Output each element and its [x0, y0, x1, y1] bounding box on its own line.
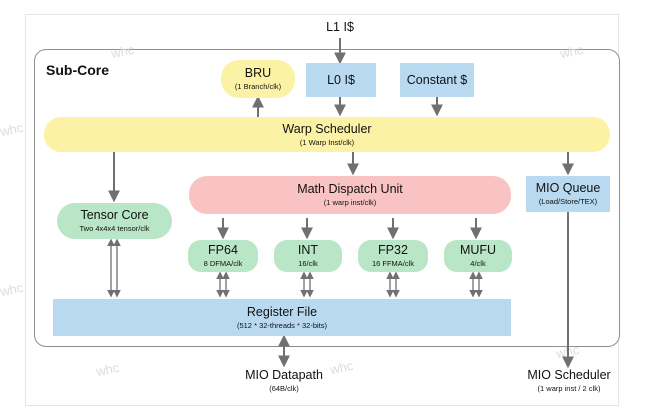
- warp-scheduler-title: Warp Scheduler: [282, 121, 372, 136]
- tensor-core: Tensor Core Two 4x4x4 tensor/clk: [57, 203, 172, 239]
- mio-queue: MIO Queue (Load/Store/TEX): [526, 176, 610, 212]
- mio-scheduler-title: MIO Scheduler: [527, 368, 611, 382]
- l0-icache-title: L0 I$: [327, 73, 355, 87]
- mufu-subtitle: 4/clk: [470, 259, 486, 268]
- mufu-title: MUFU: [459, 243, 497, 257]
- fp64-unit: FP64 8 DFMA/clk: [188, 240, 258, 272]
- warp-scheduler: Warp Scheduler (1 Warp Inst/clk): [44, 117, 610, 152]
- register-file: Register File (512 * 32-threads * 32-bit…: [53, 299, 511, 336]
- bru-unit: BRU (1 Branch/clk): [221, 60, 295, 98]
- math-dispatch-subtitle: (1 warp inst/clk): [323, 198, 377, 207]
- mio-datapath-subtitle: (64B/clk): [269, 384, 299, 393]
- mio-datapath-label: MIO Datapath (64B/clk): [224, 368, 344, 394]
- math-dispatch-title: Math Dispatch Unit: [297, 182, 403, 196]
- bru-title: BRU: [244, 66, 272, 80]
- int-unit: INT 16/clk: [274, 240, 342, 272]
- mufu-unit: MUFU 4/clk: [444, 240, 512, 272]
- mio-queue-title: MIO Queue: [535, 181, 601, 195]
- constant-cache-box: Constant $: [400, 63, 474, 97]
- l1-icache-label: L1 I$: [326, 20, 354, 34]
- subcore-boundary: [34, 49, 620, 347]
- fp32-subtitle: 16 FFMA/clk: [371, 259, 415, 268]
- warp-scheduler-subtitle: (1 Warp Inst/clk): [299, 137, 355, 147]
- math-dispatch-unit: Math Dispatch Unit (1 warp inst/clk): [189, 176, 511, 214]
- l0-icache-box: L0 I$: [306, 63, 376, 97]
- fp64-subtitle: 8 DFMA/clk: [203, 259, 243, 268]
- bru-subtitle: (1 Branch/clk): [234, 82, 282, 91]
- constant-cache-title: Constant $: [406, 73, 468, 87]
- tensor-core-title: Tensor Core: [80, 208, 149, 222]
- fp32-title: FP32: [378, 243, 408, 257]
- int-title: INT: [297, 243, 319, 257]
- int-subtitle: 16/clk: [298, 259, 318, 268]
- fp64-title: FP64: [208, 243, 238, 257]
- mio-scheduler-label: MIO Scheduler (1 warp inst / 2 clk): [516, 368, 622, 394]
- tensor-core-subtitle: Two 4x4x4 tensor/clk: [79, 224, 150, 233]
- mio-scheduler-subtitle: (1 warp inst / 2 clk): [537, 384, 601, 393]
- fp32-unit: FP32 16 FFMA/clk: [358, 240, 428, 272]
- register-file-subtitle: (512 * 32-threads * 32-bits): [236, 320, 328, 330]
- subcore-title: Sub-Core: [46, 62, 109, 78]
- register-file-title: Register File: [246, 304, 318, 319]
- mio-datapath-title: MIO Datapath: [245, 368, 323, 382]
- mio-queue-subtitle: (Load/Store/TEX): [538, 197, 598, 206]
